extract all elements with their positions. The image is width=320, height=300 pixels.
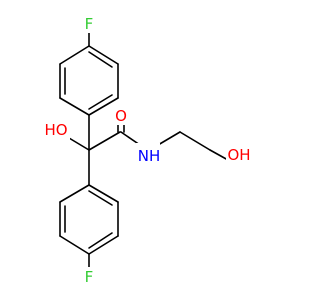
bond [157,131,181,146]
bond [88,97,119,116]
structure-canvas: F F HO O NH OH [44,14,252,286]
atom-hydroxyl-right: OH [227,146,250,164]
lower-fluorophenyl-ring [59,184,119,269]
bond [59,45,90,65]
double-bond-inner [88,94,113,110]
bond [179,131,211,151]
upper-fluorophenyl-ring [59,31,119,116]
atom-amide-nitrogen: NH [138,147,161,165]
bond [209,149,229,161]
molecule-diagram: F F HO O NH OH [44,14,252,286]
bond [120,131,141,146]
bond [59,97,90,116]
atom-hydroxyl-left: HO [44,121,67,139]
bond [88,131,121,151]
bond [59,184,90,203]
bond [68,137,90,151]
bond [88,184,119,203]
bond [59,235,90,255]
atom-labels: F F HO O NH OH [44,14,252,286]
double-bond-inner [88,190,113,206]
atom-carbonyl-oxygen: O [115,107,127,125]
double-bond-inner [88,51,113,68]
double-bond-inner [88,232,113,249]
atom-f-top: F [85,15,94,33]
central-scaffold [68,114,229,186]
atom-f-bottom: F [85,268,94,286]
bond [88,235,119,255]
bond [88,45,119,65]
